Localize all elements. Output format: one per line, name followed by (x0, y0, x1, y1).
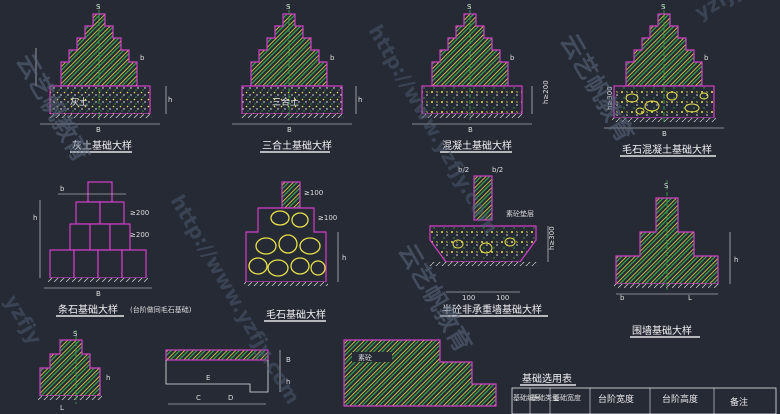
title-rubble-concrete: 毛石混凝土基础大样 (622, 143, 712, 156)
title-triple-soil: 三合土基础大样 (262, 139, 332, 152)
dim-b-8: b (620, 294, 625, 302)
dim-s-1: S (96, 3, 101, 11)
table-header-0: 基础编号 (513, 393, 541, 402)
detail-rubble-foundation: ≥100 ≥100 h 毛石基础大样 (244, 181, 346, 322)
dim-s-a: S (73, 330, 78, 338)
detail-strip-stone-foundation: b h ≥200 ≥200 B 条石基础大样 (台阶做同毛石基础) (33, 181, 192, 317)
detail-rubble-concrete-foundation: S b h≥300 B 毛石混凝土基础大样 (604, 3, 724, 157)
foundation-selection-table: 基础选用表 基础编号 基础类型 基础宽度 台阶宽度 台阶高度 备注 (511, 372, 777, 414)
detail-concrete-foundation: S b h≥200 B 混凝土基础大样 (412, 3, 550, 153)
dim-h-5: h (33, 214, 37, 222)
dim-100b-7: 100 (496, 294, 509, 302)
dim-B-2: B (287, 126, 292, 134)
title-strip-stone: 条石基础大样 (58, 303, 118, 316)
dim-h-1: h (168, 96, 172, 104)
dim-h-6: h (342, 254, 346, 262)
dim-100a-6: ≥100 (304, 189, 323, 197)
dim-200a: ≥200 (130, 209, 149, 217)
dim-h-4: h≥300 (606, 86, 614, 110)
dim-100b-6: ≥100 (318, 214, 337, 222)
title-rubble: 毛石基础大样 (266, 308, 326, 321)
dim-D-b: D (228, 394, 233, 402)
note-semi-rigid: 素砼垫层 (506, 209, 534, 218)
detail-semi-rigid-foundation: b/2 b/2 素砼垫层 h≥300 100 100 半砼非承重墙基础大样 (428, 166, 556, 317)
dim-b-5: b (60, 185, 65, 193)
detail-triple-soil-foundation: 三合土 S b h B 三合土基础大样 (232, 3, 362, 153)
dim-200b: ≥200 (130, 231, 149, 239)
dim-s-4: S (661, 3, 666, 11)
table-header-4: 台阶高度 (662, 393, 698, 405)
dim-B-4: B (662, 130, 667, 138)
dim-b-3: b (510, 54, 515, 62)
dim-h-7: h≥300 (548, 226, 556, 250)
dim-s-8: S (664, 182, 669, 190)
dim-b-1: b (140, 54, 145, 62)
dim-h-b: h (286, 378, 290, 386)
dim-b2a: b/2 (458, 166, 469, 174)
dim-L-8: L (688, 294, 692, 302)
title-fence-wall: 围墙基础大样 (632, 324, 692, 337)
dim-b2b: b/2 (492, 166, 503, 174)
table-header-3: 台阶宽度 (598, 393, 634, 405)
dim-C-b: C (196, 394, 201, 402)
dim-h-a: h (106, 374, 110, 382)
dim-B-5: B (96, 290, 101, 298)
dim-s-2: S (286, 3, 291, 11)
watermark-short-topright: yzfjy (691, 0, 749, 24)
title-semi-rigid: 半砼非承重墙基础大样 (442, 303, 542, 316)
dim-b-4: b (704, 54, 709, 62)
dim-h-8: h (734, 256, 738, 264)
table-title: 基础选用表 (522, 372, 572, 385)
dim-b-2: b (330, 54, 335, 62)
watermark-short-left: yzfjy (0, 291, 47, 349)
dim-E-b: E (206, 374, 210, 382)
fill-label-lime: 灰土 (70, 96, 88, 108)
dim-B-3: B (468, 126, 473, 134)
dim-B-b: B (286, 356, 291, 364)
detail-small-c: 素砼 (343, 339, 497, 407)
detail-fence-wall-foundation: S h L b 围墙基础大样 (614, 180, 738, 338)
table-header-2: 基础宽度 (553, 393, 581, 402)
table-header-1: 基础类型 (531, 393, 559, 402)
dim-h-3: h≥200 (542, 80, 550, 104)
dim-h-2: h (358, 96, 362, 104)
title-concrete: 混凝土基础大样 (442, 139, 512, 152)
detail-small-b: E C D B h (165, 349, 291, 405)
dim-s-3: S (467, 3, 472, 11)
detail-small-a: S h L (38, 330, 110, 412)
title-lime-soil: 灰土基础大样 (72, 139, 132, 152)
fill-label-triple: 三合土 (272, 96, 299, 108)
dim-B-1: B (96, 126, 101, 134)
note-small-c: 素砼 (358, 353, 372, 362)
dim-L-a: L (60, 404, 64, 412)
detail-lime-soil-foundation: 灰土 S b h B 灰土基础大样 (35, 3, 172, 153)
note-strip-stone: (台阶做同毛石基础) (130, 305, 192, 314)
table-header-5: 备注 (730, 396, 748, 408)
dim-100a-7: 100 (462, 294, 475, 302)
